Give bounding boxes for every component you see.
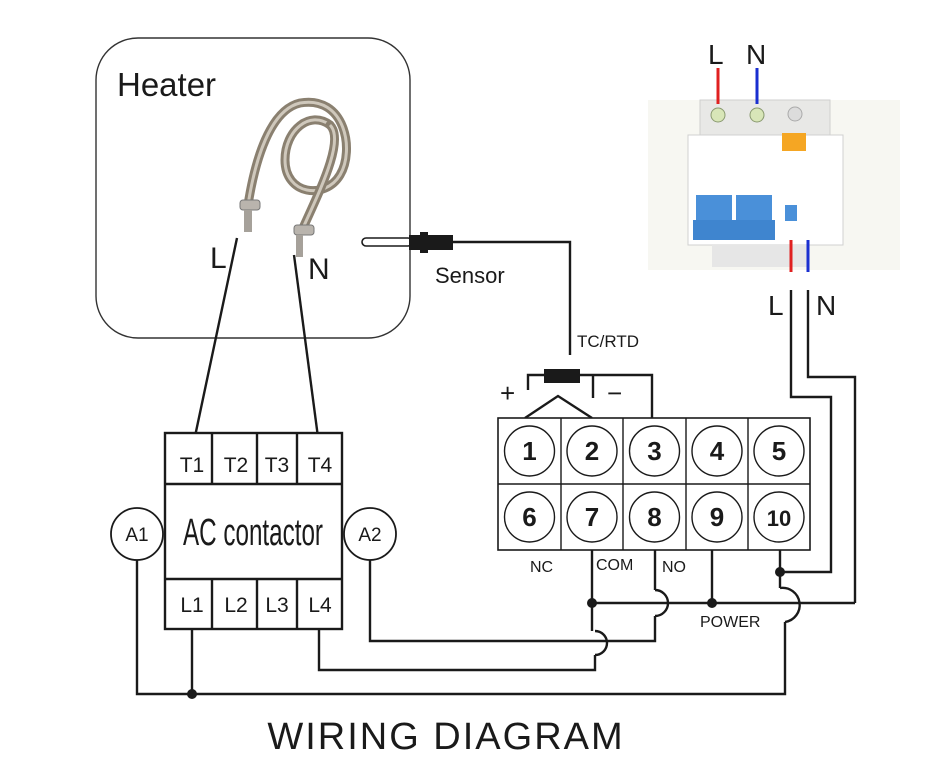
heater-label: Heater [117,66,216,103]
junction-dot [707,598,717,608]
label-no: NO [662,559,686,576]
label-power: POWER [700,614,760,631]
wire-breaker-l [780,290,833,574]
terminal-t2: T2 [224,454,249,477]
label-com: COM [596,557,633,574]
coil-a2-label: A2 [358,525,381,546]
breaker-top-l: L [708,39,724,70]
terminal-number: 4 [710,436,725,466]
wire-crossover-hop [779,586,801,624]
terminal-circle [691,425,743,477]
sensor-label: Sensor [435,263,505,288]
wire-a1-to-neutral [135,560,787,696]
coil-a1-label: A1 [125,525,148,546]
sensor-probe-icon [361,232,453,253]
label-nc: NC [530,559,553,576]
terminal-t3: T3 [265,454,290,477]
terminal-number: 8 [647,502,661,532]
contactor-label: AC contactor [183,512,323,554]
terminal-number: 7 [585,502,599,532]
wire-tc-plus [526,373,544,390]
heater-terminal-n: N [308,253,330,286]
terminal-circle [566,491,618,543]
terminal-number: 1 [522,436,536,466]
terminal-t4: T4 [308,454,333,477]
diagram-title: WIRING DIAGRAM [267,716,624,758]
ac-contactor [163,431,344,631]
terminal-l3: L3 [265,594,288,617]
wire-tc-minus [580,373,654,418]
terminal-l1: L1 [180,594,203,617]
terminal-circle [628,425,681,477]
circuit-breaker-icon [648,99,900,270]
thermocouple-icon [544,369,580,383]
wire-sensor-lead [453,240,572,355]
terminal-l4: L4 [308,594,332,617]
terminal-circle [691,491,743,543]
wire-heater-n-t4 [292,254,323,461]
terminal-number: 5 [772,436,786,466]
terminal-circle [503,491,556,543]
terminal-number: 6 [522,502,536,532]
breaker-bottom-l: L [768,290,784,321]
wire-rtd-bridge [524,394,593,420]
breaker-bottom-n: N [816,290,836,321]
heater-coil-icon [239,97,351,257]
terminal-number: 2 [585,436,599,466]
terminal-circle [566,425,618,477]
terminal-number: 3 [647,436,661,466]
terminal-circle [753,491,805,543]
heater-terminal-l: L [210,242,227,275]
wire-no-to-a2 [625,616,657,643]
wire-heater-l-t1 [188,237,239,461]
polarity-plus: + [500,378,515,408]
junction-dot [187,689,197,699]
terminal-l2: L2 [224,594,247,617]
wire-a2 [368,560,594,643]
polarity-minus: − [607,378,622,408]
wire-crossover-hop [594,629,609,657]
terminal-number: 10 [767,506,791,531]
terminal-circle [753,425,805,477]
breaker-top-n: N [746,39,766,70]
terminal-circle [628,491,681,543]
terminal-circle [503,425,556,477]
sensor-type-label: TC/RTD [577,332,639,351]
terminal-number: 9 [710,502,724,532]
wire-l4 [317,629,597,672]
wire-breaker-n [806,290,857,603]
terminal-t1: T1 [180,454,205,477]
